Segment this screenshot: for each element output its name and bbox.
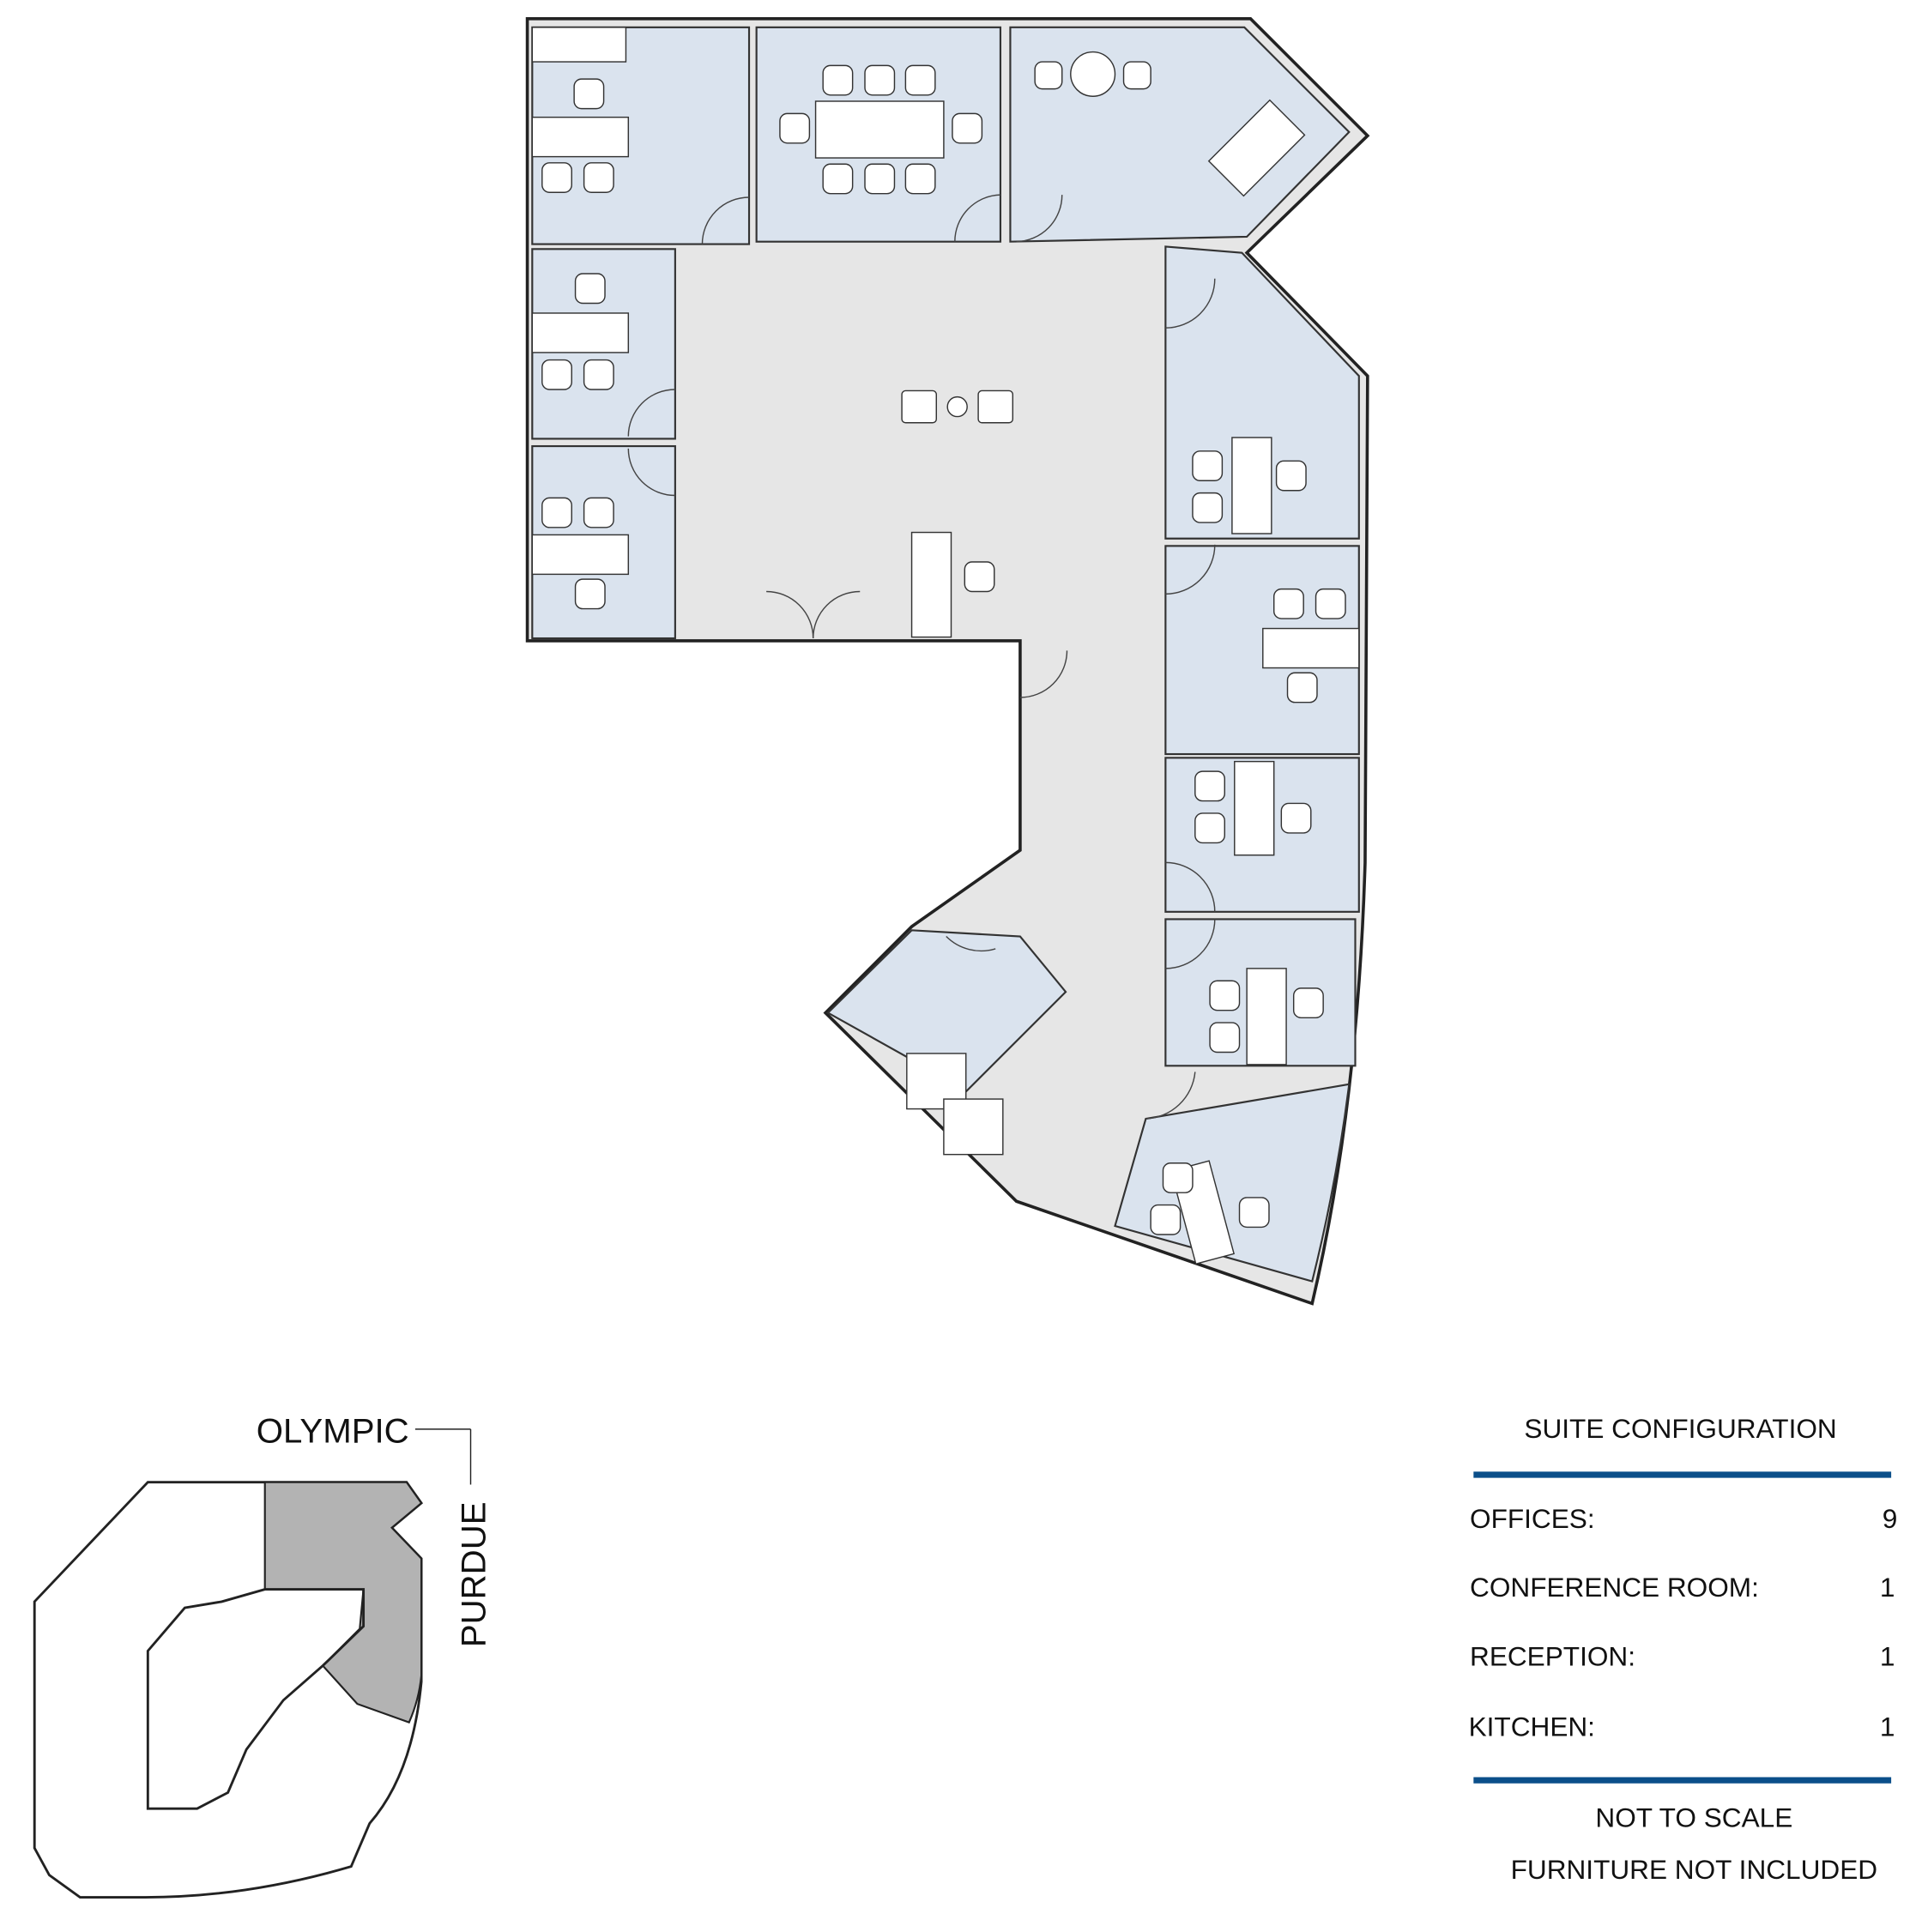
furniture: [531, 27, 1360, 1265]
legend-value-reception: 1: [1880, 1641, 1895, 1672]
building-core: [146, 1588, 366, 1810]
doors: [627, 194, 1216, 1120]
legend-value-kitchen: 1: [1880, 1711, 1895, 1742]
note-furniture: FURNITURE NOT INCLUDED: [1511, 1854, 1877, 1885]
chairs: [541, 61, 1346, 1235]
legend-label-kitchen: KITCHEN:: [1469, 1711, 1595, 1742]
street-label-olympic: OLYMPIC: [257, 1412, 409, 1451]
legend-label-offices: OFFICES:: [1470, 1503, 1595, 1534]
suite-configuration-legend: SUITE CONFIGURATION OFFICES: 9 CONFERENC…: [1469, 1413, 1898, 1885]
suite-highlight: [263, 1481, 423, 1724]
street-label-purdue: PURDUE: [455, 1501, 493, 1647]
legend-value-offices: 9: [1883, 1503, 1898, 1534]
legend-label-reception: RECEPTION:: [1470, 1641, 1635, 1672]
legend-label-conference: CONFERENCE ROOM:: [1470, 1572, 1759, 1603]
note-not-to-scale: NOT TO SCALE: [1595, 1802, 1792, 1833]
building-outline: [33, 1481, 424, 1899]
legend-title: SUITE CONFIGURATION: [1524, 1413, 1836, 1444]
key-plan: OLYMPIC PURDUE: [33, 1412, 493, 1899]
legend-value-conference: 1: [1880, 1572, 1895, 1603]
suite-floor-plan: [525, 17, 1370, 1306]
